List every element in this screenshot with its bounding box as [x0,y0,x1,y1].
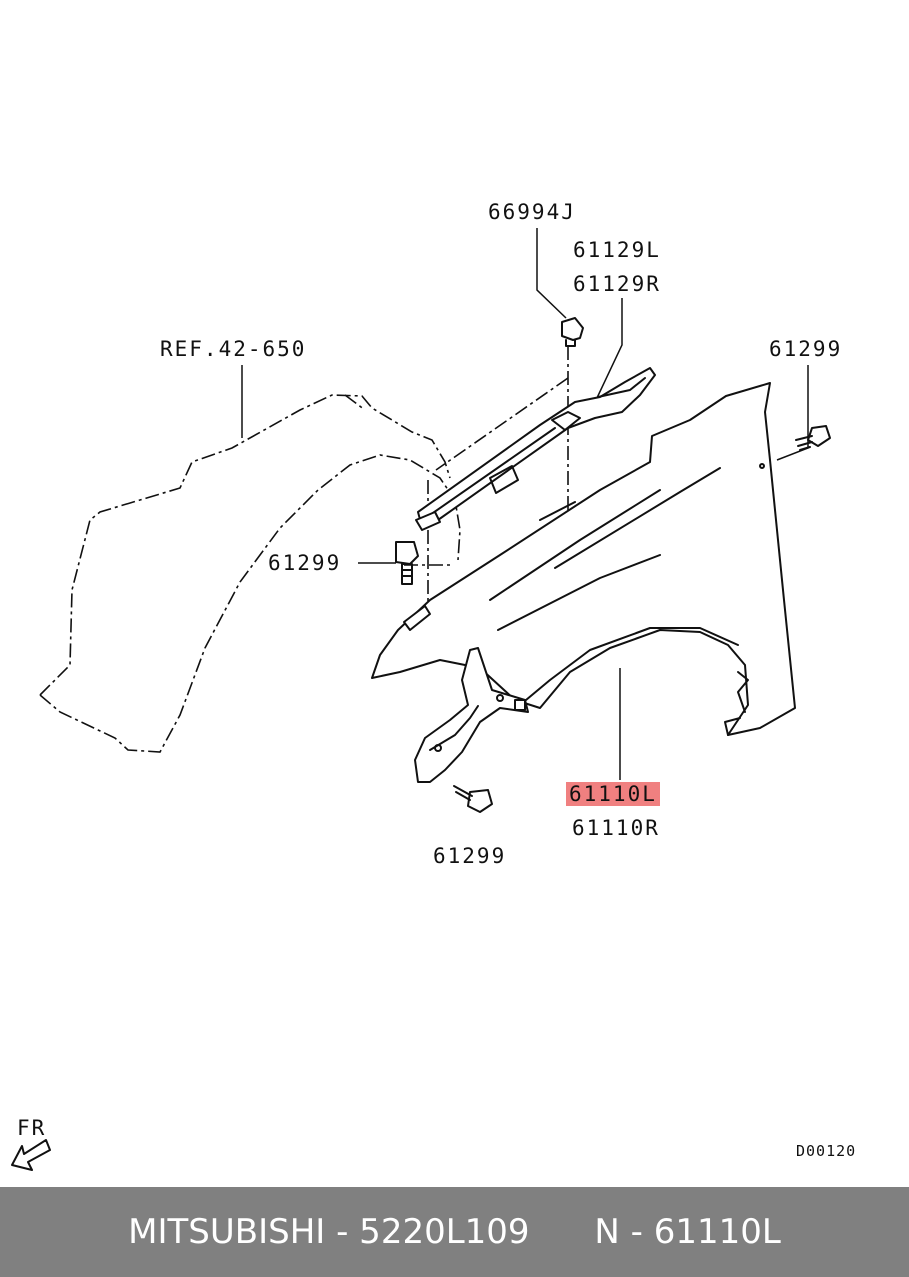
diagram-drawing [11,228,831,1171]
lower-bracket [414,647,529,783]
footer-bar: MITSUBISHI - 5220L109 N - 61110L [0,1187,909,1277]
bolt-right-icon [795,425,831,451]
footer-part-info: MITSUBISHI - 5220L109 N - 61110L [128,1212,781,1252]
parts-diagram: 66994J 61129L 61129R REF.42-650 61299 61… [11,200,857,1171]
diagram-code: D00120 [796,1142,857,1160]
label-seal-r: 61129R [573,272,661,296]
fender-seal [417,367,656,528]
fender-panel [371,382,796,736]
label-clip: 66994J [488,200,576,224]
leader-lines [241,228,809,780]
inner-fender-liner [39,394,461,753]
bolt-middle-icon [395,541,419,585]
bolt-bottom-icon [453,785,493,813]
label-bolt-mid: 61299 [268,551,342,575]
clip-icon [561,317,584,347]
label-fender-r: 61110R [572,816,660,840]
front-arrow-icon [11,1139,51,1171]
label-bolt-bottom: 61299 [433,844,507,868]
label-fender-l-highlight: 61110L [566,782,660,806]
label-seal-l: 61129L [573,238,661,262]
label-bolt-right: 61299 [769,337,843,361]
upper-bracket [403,511,441,631]
label-front: FR [17,1116,47,1140]
label-ref: REF.42-650 [160,337,307,361]
